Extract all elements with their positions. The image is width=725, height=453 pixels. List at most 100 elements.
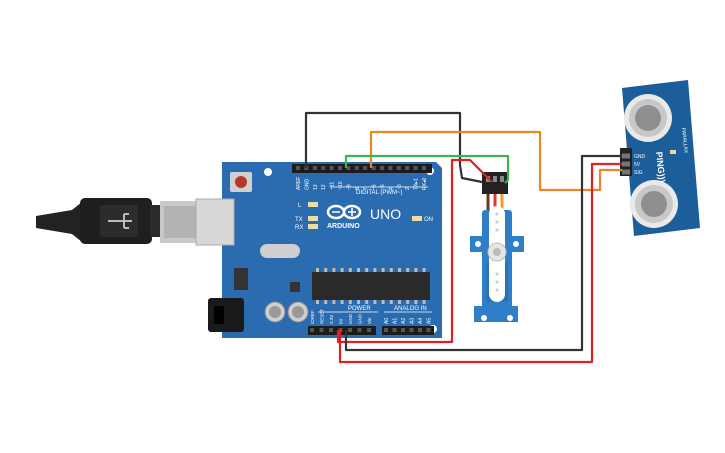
digital-pin-label: ~10 [338,181,344,190]
atmega-chip [312,272,430,300]
digital-pin[interactable] [296,166,300,170]
digital-pin[interactable] [363,166,368,170]
chip-pin [406,300,410,304]
chip-pin [373,300,377,304]
power-pin[interactable] [348,328,352,332]
sensor-pin[interactable] [622,153,630,159]
analog-pin[interactable] [401,328,405,332]
digital-pin[interactable] [405,166,410,170]
horn-hole [495,272,499,276]
wire-orange-pin7-sig[interactable] [369,130,622,192]
usb-cable[interactable] [36,198,200,244]
power-pin[interactable] [319,328,324,332]
analog-pin-label: A5 [427,318,433,324]
analog-header [382,326,434,335]
chip-pin [365,268,369,272]
analog-pin[interactable] [418,328,422,332]
analog-pin-label: A0 [384,318,390,324]
power-pin[interactable] [367,328,371,332]
analog-pin[interactable] [384,328,388,332]
servo-screw-hole [507,315,513,321]
digital-pin[interactable] [338,166,342,170]
chip-pin [381,300,385,304]
usb-cable-boot [36,202,82,242]
arduino-logo-icon [326,204,362,220]
small-ic [290,282,300,292]
analog-pin[interactable] [392,328,397,332]
voltage-regulator [234,268,248,290]
power-pin[interactable] [329,328,333,332]
power-pin-label: Vin [367,317,372,324]
usb-connector-inner [164,206,196,238]
digital-pin[interactable] [371,166,376,170]
servo-horn-holes [495,212,499,292]
chip-pin [348,300,352,304]
digital-pin-label: AREF [296,177,302,190]
power-pin[interactable] [310,328,314,332]
digital-pin[interactable] [312,166,317,170]
wire-red-5v-sensor[interactable] [338,162,622,364]
horn-hole [495,220,499,224]
digital-pin-label: 8 [355,187,361,190]
wire-red-5v-servo[interactable] [336,158,493,344]
digital-pin-label: 2 [405,187,411,190]
digital-pin[interactable] [396,166,401,170]
sensor-name: PING))) [654,151,667,183]
sensor-corner-text: ρ m2 ⊕ [689,90,696,106]
servo-motor[interactable] [470,172,524,322]
servo-connector-pin [500,176,504,182]
chip-pin [348,268,352,272]
chip-pin [324,300,328,304]
digital-pin[interactable] [413,166,418,170]
power-pin[interactable] [357,328,362,332]
wires [304,111,622,364]
wire-green-pin9-servo[interactable] [344,154,510,184]
digital-pin[interactable] [422,166,426,170]
chip-pin [389,268,393,272]
power-jack-inner [214,306,224,324]
digital-pin[interactable] [354,166,359,170]
board-brand: ARDUINO [327,223,360,230]
wire-black-gnd-servo[interactable] [304,111,483,184]
servo-screw-hole [475,241,481,247]
digital-header-label: DIGITAL (PWM~) [356,190,403,196]
chip-pin [316,268,319,272]
led-l-label: L [298,203,302,209]
crystal-oscillator [260,244,300,258]
chip-pin [422,300,426,304]
chip-pin [357,300,360,304]
digital-pin[interactable] [329,166,334,170]
servo-connector-pin [493,176,497,182]
capacitor-top [292,306,304,318]
digital-pin-label: 13 [313,184,319,190]
digital-pin-label: 12 [321,184,327,190]
analog-pin[interactable] [426,328,431,332]
led-on-indicator [412,216,422,221]
analog-pin-label: A1 [393,318,399,324]
chip-pin [389,300,393,304]
digital-pin-label: 7 [363,187,369,190]
sensor-pin[interactable] [622,169,630,175]
sensor-pin[interactable] [622,161,630,167]
digital-pin[interactable] [346,166,351,170]
analog-pin-label: A2 [401,318,407,324]
digital-pin[interactable] [321,166,326,170]
horn-hole [495,288,499,292]
digital-pin-label: 4 [388,187,394,190]
chip-pin [414,268,418,272]
chip-pin [373,268,377,272]
digital-pin-label: ~11 [330,182,336,190]
led-l-indicator [308,202,318,207]
reset-button[interactable] [235,176,247,188]
wire-black-gnd-sensor[interactable] [344,154,622,352]
usb-cable-neck [150,205,162,237]
analog-pin-label: A4 [418,318,424,324]
digital-pin[interactable] [388,166,393,170]
horn-hole [495,212,499,216]
analog-pin[interactable] [409,328,414,332]
mount-hole [264,168,272,176]
digital-pin[interactable] [380,166,384,170]
